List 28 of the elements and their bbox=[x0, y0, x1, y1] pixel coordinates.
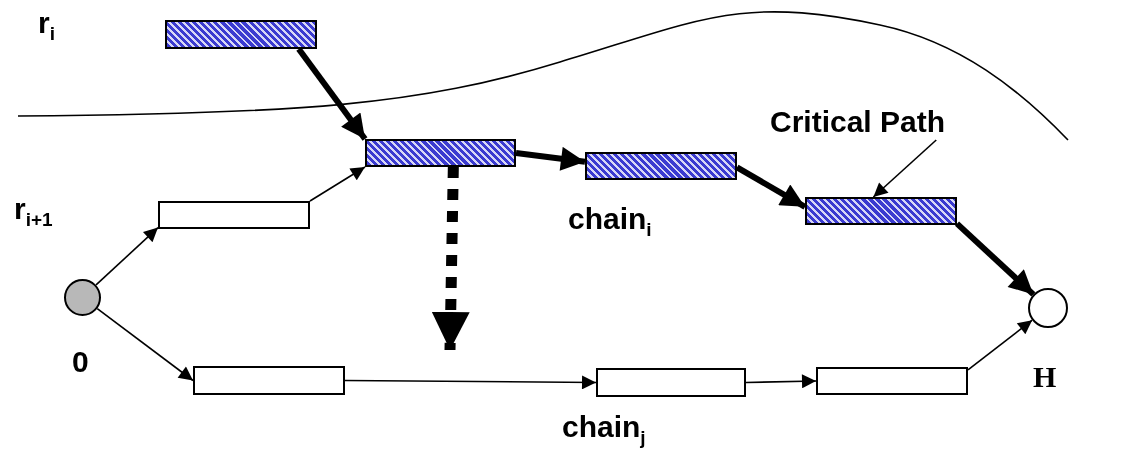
hatched-task-bar bbox=[805, 197, 957, 225]
label-text: chain$_{i}$ bbox=[568, 202, 652, 241]
node-label: H bbox=[1033, 360, 1057, 395]
task-bar bbox=[158, 201, 310, 229]
label-text: chain$_{j}$ bbox=[562, 410, 646, 449]
arrow bbox=[96, 307, 194, 382]
leader-line bbox=[872, 139, 938, 198]
end-node-circle bbox=[1028, 288, 1068, 328]
arrow bbox=[309, 166, 366, 202]
start-node-circle bbox=[64, 279, 101, 316]
annotation-text: Critical Path bbox=[770, 105, 946, 140]
arrow bbox=[967, 319, 1033, 371]
node-label: 0 bbox=[72, 345, 89, 380]
arrow bbox=[954, 221, 1036, 297]
arrow bbox=[95, 226, 159, 286]
hatched-task-bar bbox=[585, 152, 737, 180]
task-bar bbox=[816, 367, 968, 395]
label-text: r$_{i}$ bbox=[38, 6, 55, 45]
hatched-task-bar bbox=[165, 20, 317, 49]
task-bar bbox=[596, 368, 746, 397]
arrow bbox=[515, 146, 586, 171]
arrow bbox=[296, 47, 368, 141]
task-bar bbox=[193, 366, 345, 395]
hatched-task-bar bbox=[365, 139, 516, 167]
dashed-arrow bbox=[431, 166, 470, 351]
arrow bbox=[344, 375, 597, 390]
label-text: r$_{i+1}$ bbox=[14, 192, 53, 231]
arrow bbox=[745, 374, 817, 389]
